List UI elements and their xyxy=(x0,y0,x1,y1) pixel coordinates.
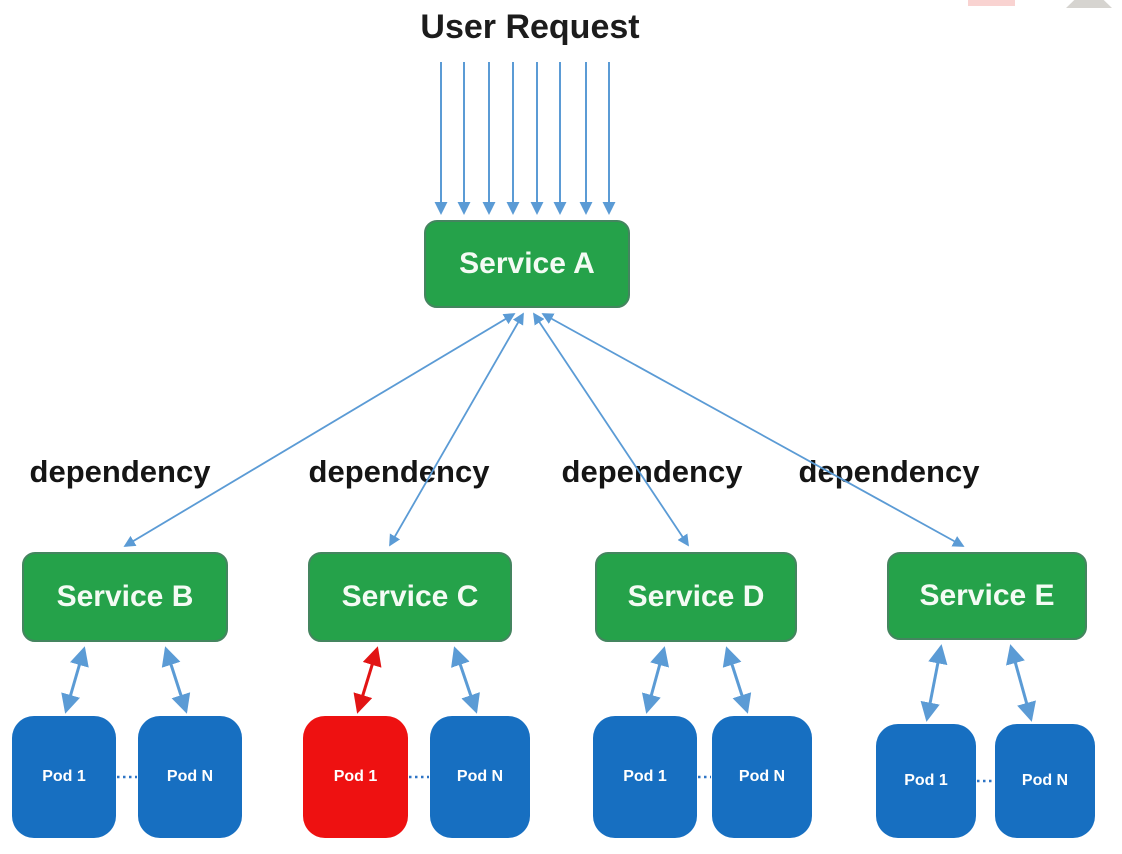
service-b-pod-n-box: Pod N xyxy=(138,716,242,838)
pod-label: Pod 1 xyxy=(623,768,667,785)
pod-label: Pod 1 xyxy=(904,772,948,789)
service-d-label: Service D xyxy=(627,580,765,613)
service-c-pod-n-box: Pod N xyxy=(430,716,530,838)
pod-label: Pod N xyxy=(456,768,504,785)
service-c-box: Service C xyxy=(308,552,512,642)
user-request-arrows xyxy=(434,62,616,215)
service-e-box: Service E xyxy=(887,552,1087,640)
service-e-label: Service E xyxy=(919,579,1055,612)
service-e-pod-n-box: Pod N xyxy=(995,724,1095,838)
slide-edge-gray-artifact xyxy=(1066,0,1112,8)
service-a-box: Service A xyxy=(424,220,630,308)
failing-pod-arrow xyxy=(353,646,382,714)
service-b-box: Service B xyxy=(22,552,228,642)
service-a-label: Service A xyxy=(459,247,595,280)
service-pod-arrows xyxy=(61,644,1036,722)
dependency-label-4: dependency xyxy=(798,454,980,489)
service-d-pod-1-box: Pod 1 xyxy=(593,716,697,838)
pod-label: Pod N xyxy=(166,768,214,785)
service-b-pod-1-box: Pod 1 xyxy=(12,716,116,838)
user-request-label: User Request xyxy=(420,8,640,46)
service-d-pod-n-box: Pod N xyxy=(712,716,812,838)
dependency-label-1: dependency xyxy=(29,454,211,489)
dependency-label-2: dependency xyxy=(308,454,490,489)
service-b-label: Service B xyxy=(56,580,194,613)
slide-edge-pink-artifact xyxy=(968,0,1015,6)
service-c-pod-1-box-failing: Pod 1 xyxy=(303,716,408,838)
pod-label: Pod N xyxy=(1021,772,1069,789)
pod-label: Pod N xyxy=(738,768,786,785)
pod-ellipsis-connectors xyxy=(117,775,994,783)
service-d-box: Service D xyxy=(595,552,797,642)
service-c-label: Service C xyxy=(341,580,479,613)
service-e-pod-1-box: Pod 1 xyxy=(876,724,976,838)
dependency-label-3: dependency xyxy=(561,454,743,489)
pod-label: Pod 1 xyxy=(333,768,378,785)
dependency-arrows xyxy=(123,312,965,547)
pod-label: Pod 1 xyxy=(42,768,86,785)
